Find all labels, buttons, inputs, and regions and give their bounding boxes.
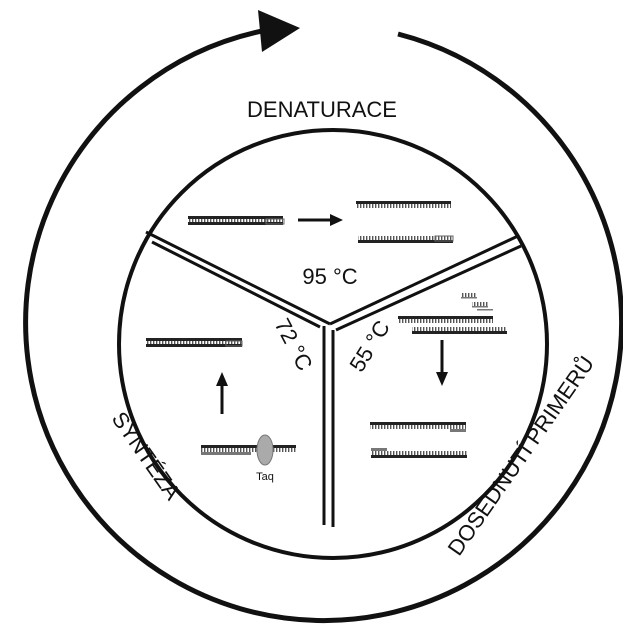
denaturation-label: DENATURACE bbox=[247, 97, 397, 122]
taq-label: Taq bbox=[256, 471, 274, 483]
synthesized-dsdna-icon bbox=[146, 338, 243, 347]
cycle-arc bbox=[23, 28, 623, 624]
divider-left bbox=[145, 230, 331, 329]
ssdna-strand-top-icon bbox=[356, 201, 451, 208]
dsdna-strand-icon bbox=[188, 216, 285, 225]
annealed-primer-bottom-icon bbox=[371, 448, 467, 458]
synthesis-arrow bbox=[216, 372, 228, 414]
extending-strand-icon bbox=[201, 445, 296, 455]
annealed-primer-top-icon bbox=[370, 422, 466, 432]
annealing-arrow bbox=[436, 340, 448, 386]
cycle-arrowhead bbox=[258, 10, 300, 52]
divider-bottom bbox=[322, 326, 335, 527]
annealing-strand-mid-icon bbox=[412, 327, 507, 334]
denaturation-temp: 95 °C bbox=[302, 264, 357, 289]
divider-right bbox=[329, 234, 522, 332]
taq-polymerase-icon bbox=[256, 434, 274, 466]
annealing-strand-top-icon bbox=[398, 316, 493, 323]
denaturation-arrow bbox=[298, 214, 343, 226]
ssdna-strand-bottom-icon bbox=[358, 235, 454, 243]
free-primers-icon bbox=[461, 293, 493, 311]
